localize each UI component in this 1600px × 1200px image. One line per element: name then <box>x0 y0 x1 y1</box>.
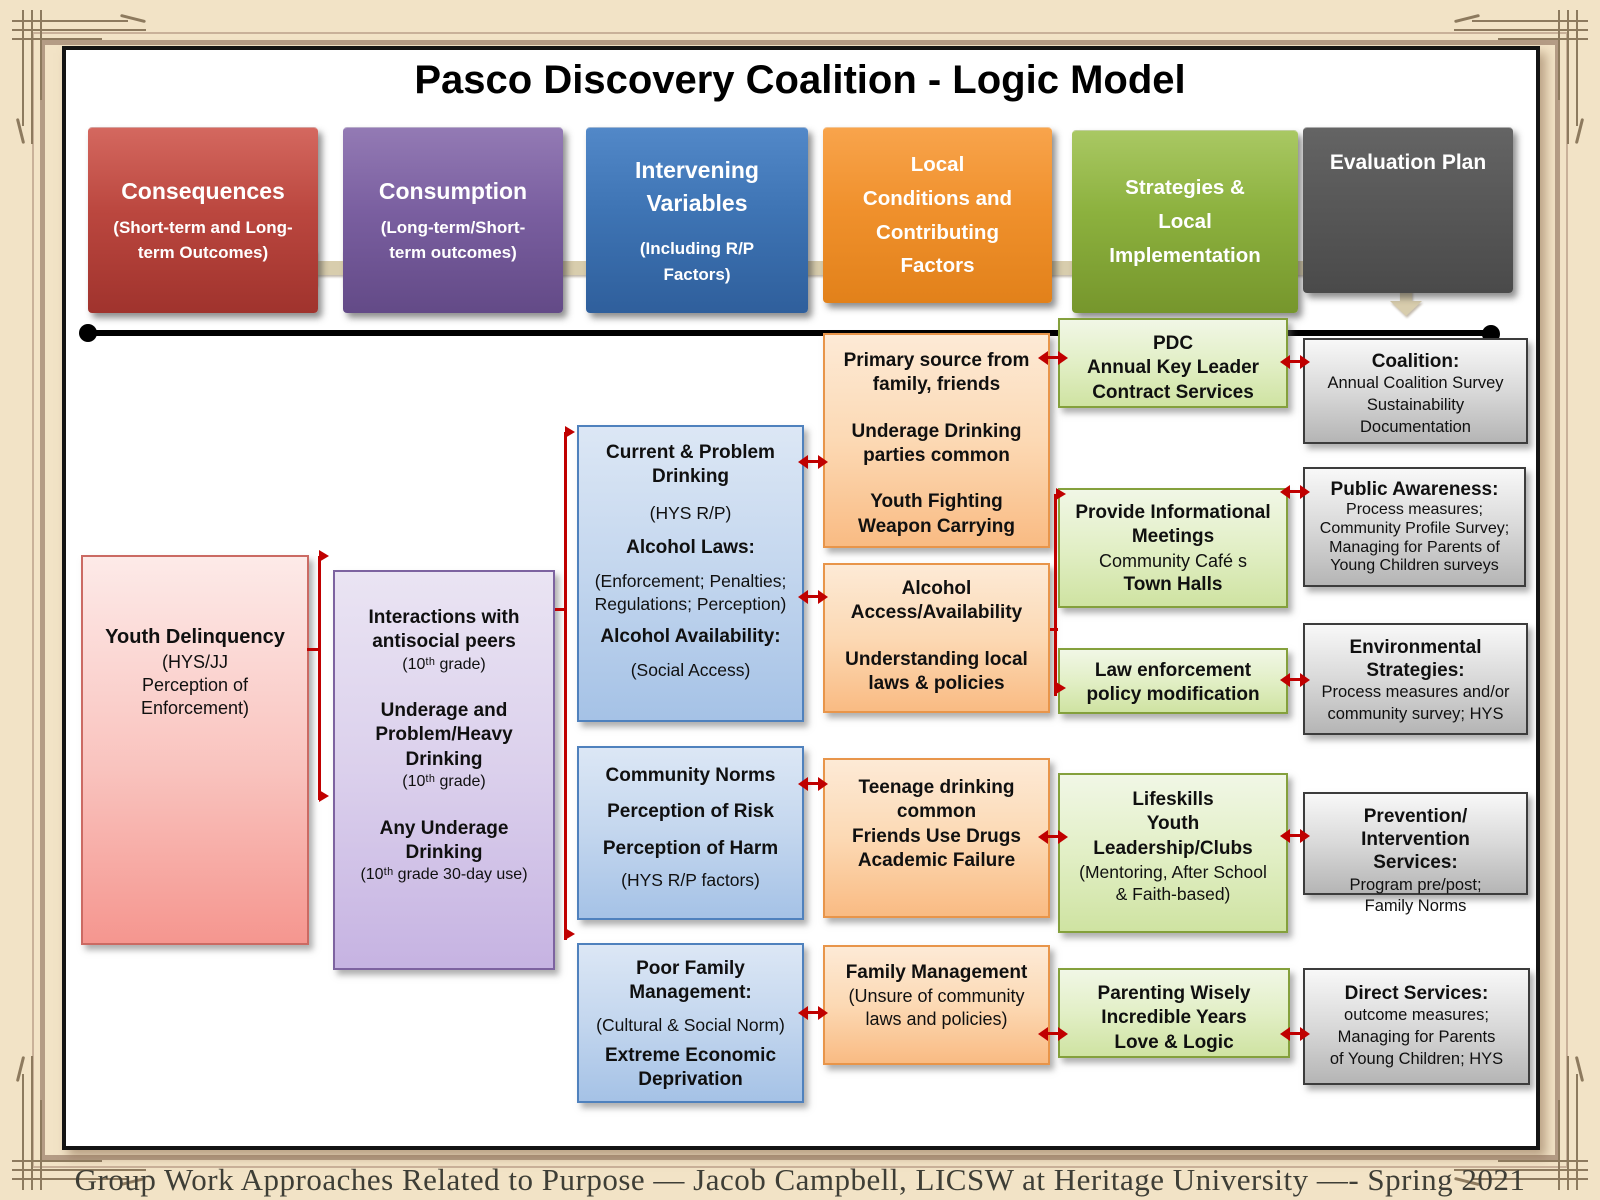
corner-ornament-icon <box>10 8 150 148</box>
red-double-arrow-icon <box>1280 485 1310 499</box>
box-family-management-condition: Family Management (Unsure of community l… <box>823 945 1050 1065</box>
outer-frame-line <box>32 32 1568 1168</box>
red-double-arrow-icon <box>1280 1027 1310 1041</box>
box-public-awareness-evaluation: Public Awareness: Process measures; Comm… <box>1303 467 1526 587</box>
red-double-arrow-icon <box>1038 1027 1068 1041</box>
red-double-arrow-icon <box>798 590 828 604</box>
box-youth-delinquency: Youth Delinquency (HYS/JJ Perception of … <box>81 555 309 945</box>
red-double-arrow-icon <box>798 455 828 469</box>
red-double-arrow-icon <box>1038 830 1068 844</box>
red-double-arrow-icon <box>1280 355 1310 369</box>
connector-line <box>307 648 320 651</box>
connector-arrowhead-icon <box>319 790 329 802</box>
connector-line <box>1054 494 1057 696</box>
red-double-arrow-icon <box>1038 351 1068 365</box>
footer-caption: Group Work Approaches Related to Purpose… <box>74 1162 1526 1197</box>
connector-arrowhead-icon <box>565 928 575 940</box>
box-environmental-strategies-evaluation: Environmental Strategies: Process measur… <box>1303 623 1528 735</box>
header-local-conditions: Local Conditions and Contributing Factor… <box>823 127 1052 303</box>
connector-line <box>318 556 321 800</box>
box-parenting-programs: Parenting Wisely Incredible Years Love &… <box>1058 968 1290 1058</box>
box-teenage-drinking: Teenage drinking common Friends Use Drug… <box>823 758 1050 918</box>
box-direct-services-evaluation: Direct Services: outcome measures; Manag… <box>1303 968 1530 1085</box>
box-law-enforcement: Law enforcement policy modification <box>1058 648 1288 714</box>
box-informational-meetings: Provide Informational Meetings Community… <box>1058 488 1288 608</box>
box-prevention-intervention-evaluation: Prevention/ Intervention Services: Progr… <box>1303 792 1528 915</box>
connector-line <box>555 608 566 611</box>
box-poor-family-management: Poor Family Management: (Cultural & Soci… <box>577 943 804 1103</box>
box-alcohol-access: Alcohol Access/Availability Understandin… <box>823 563 1050 713</box>
box-lifeskills: Lifeskills Youth Leadership/Clubs (Mento… <box>1058 773 1288 933</box>
box-consumption-measures: Interactions with antisocial peers (10ᵗʰ… <box>333 570 555 970</box>
header-consumption: Consumption (Long-term/Short-term outcom… <box>343 127 563 313</box>
box-pdc-services: PDC Annual Key Leader Contract Services <box>1058 318 1288 408</box>
box-current-problem-drinking: Current & Problem Drinking (HYS R/P) Alc… <box>577 425 804 722</box>
header-consequences: Consequences (Short-term and Long-term O… <box>88 127 318 313</box>
header-strategies: Strategies & Local Implementation <box>1072 130 1298 313</box>
box-coalition-evaluation: Coalition: Annual Coalition Survey Susta… <box>1303 338 1528 444</box>
box-primary-source: Primary source from family, friends Unde… <box>823 333 1050 548</box>
header-evaluation-plan: Evaluation Plan <box>1303 127 1513 293</box>
connector-arrowhead-icon <box>1056 682 1066 694</box>
timeline <box>88 330 1492 336</box>
red-double-arrow-icon <box>798 777 828 791</box>
connector-arrowhead-icon <box>565 426 575 438</box>
red-double-arrow-icon <box>1280 673 1310 687</box>
connector-line <box>564 432 567 940</box>
header-intervening-variables: Intervening Variables (Including R/P Fac… <box>586 127 808 313</box>
box-community-norms: Community Norms Perception of Risk Perce… <box>577 746 804 920</box>
connector-arrowhead-icon <box>1056 488 1066 500</box>
red-double-arrow-icon <box>1280 829 1310 843</box>
timeline-start-dot <box>79 324 97 342</box>
red-double-arrow-icon <box>798 1006 828 1020</box>
slide-title: Pasco Discovery Coalition - Logic Model <box>414 58 1186 102</box>
inner-frame-line <box>40 40 1560 1160</box>
connector-arrowhead-icon <box>319 550 329 562</box>
